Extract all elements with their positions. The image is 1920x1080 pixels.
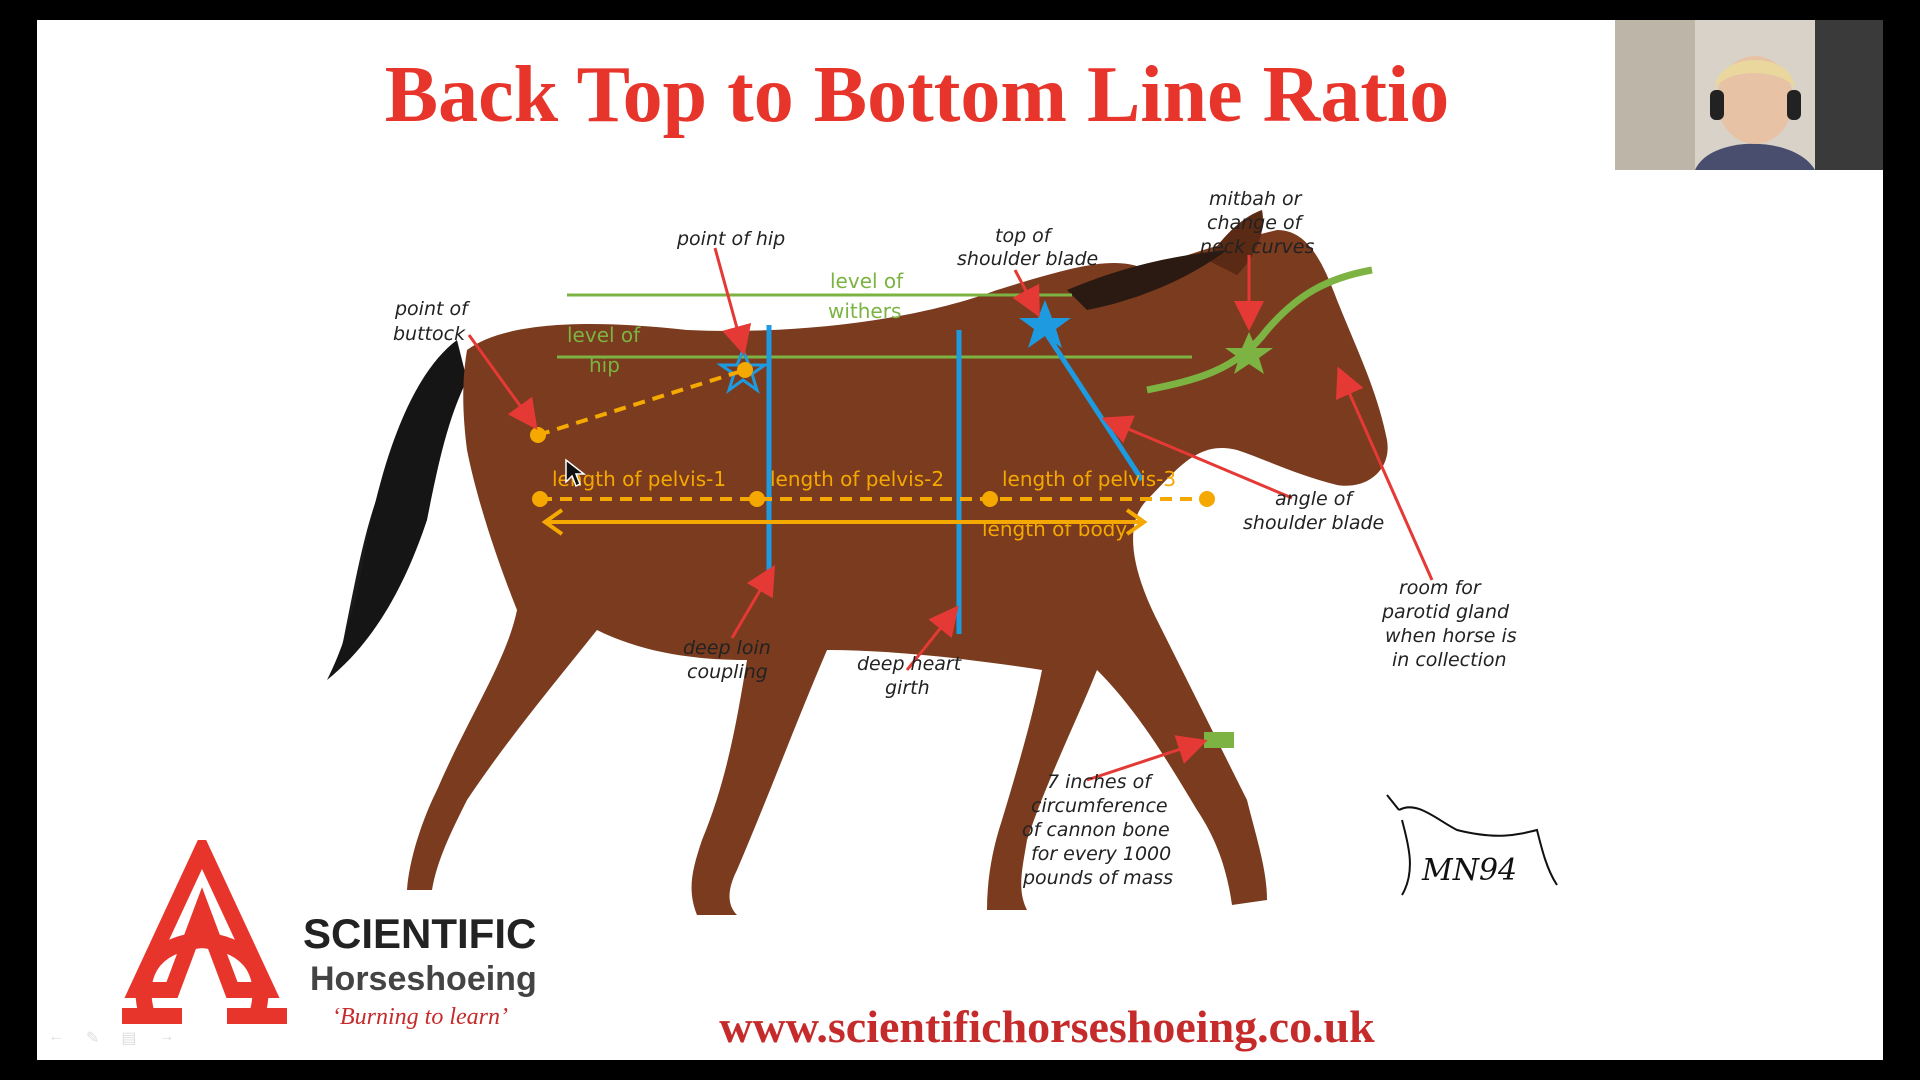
label-mitbah-2: change of — [1207, 212, 1305, 234]
label-cannon-4: for every 1000 — [1031, 843, 1171, 865]
label-parotid-1: room for — [1399, 577, 1482, 599]
label-withers-1: level of — [830, 269, 904, 293]
pen-icon[interactable]: ✎ — [86, 1030, 100, 1047]
presenter-hair — [1715, 60, 1795, 90]
neck-curve-line — [1146, 266, 1373, 394]
label-buttock-1: point of — [394, 298, 471, 320]
signature-text: MN94 — [1421, 853, 1517, 888]
menu-icon[interactable]: ▤ — [121, 1030, 137, 1047]
label-buttock-2: buttock — [393, 323, 466, 345]
logo-brand-line1: SCIENTIFIC — [303, 910, 537, 957]
shoulder-blade-line — [1039, 325, 1145, 482]
slide-canvas: Back Top to Bottom Line Ratio — [37, 20, 1883, 1060]
presenter-webcam — [1615, 20, 1883, 170]
prev-slide-icon[interactable]: ← — [48, 1028, 64, 1045]
pelvis-point-3 — [982, 491, 998, 507]
label-pelvis-3: length of pelvis-3 — [1002, 467, 1176, 491]
buttock-point — [530, 427, 546, 443]
horse-silhouette — [327, 210, 1388, 915]
label-cannon-3: of cannon bone — [1022, 819, 1170, 841]
label-heart-1: deep heart — [857, 653, 963, 675]
annotation-arrows — [467, 247, 1434, 782]
headset-icon — [1710, 90, 1724, 120]
mouse-cursor-icon — [565, 458, 586, 488]
hip-buttock-line — [537, 368, 746, 437]
website-url[interactable]: www.scientifichorseshoeing.co.uk — [719, 1001, 1375, 1052]
artist-signature: MN94 — [1386, 794, 1558, 896]
label-parotid-2: parotid gland — [1381, 601, 1510, 623]
slide-title: Back Top to Bottom Line Ratio — [384, 51, 1450, 139]
mitbah-star — [1225, 332, 1273, 374]
label-mitbah-3: neck curves — [1200, 236, 1314, 258]
pelvis-point-4 — [1199, 491, 1215, 507]
pelvis-point-2 — [749, 491, 765, 507]
presenter-body — [1695, 143, 1815, 170]
label-angle-1: angle of — [1275, 488, 1355, 510]
logo-tagline: ‘Burning to learn’ — [332, 1004, 508, 1030]
label-withers-2: withers — [828, 299, 901, 323]
label-body-length: length of body — [982, 517, 1127, 541]
label-point-of-hip: point of hip — [676, 228, 785, 250]
label-loin-2: coupling — [687, 661, 768, 683]
pelvis-point-1 — [532, 491, 548, 507]
hip-star — [716, 345, 770, 394]
shoulder-top-star — [1019, 300, 1071, 348]
logo-brand-line2: Horseshoeing — [310, 960, 537, 998]
label-mitbah-1: mitbah or — [1209, 188, 1303, 210]
scientific-horseshoeing-logo: SCIENTIFIC Horseshoeing ‘Burning to lear… — [117, 840, 557, 1040]
alpha-omega-icon — [122, 840, 287, 1024]
next-slide-icon[interactable]: → — [158, 1028, 175, 1045]
presentation-controls: ← ✎ ▤ → — [48, 1028, 175, 1048]
label-cannon-5: pounds of mass — [1022, 867, 1173, 889]
label-top-shoulder-2: shoulder blade — [957, 248, 1098, 270]
label-parotid-3: when horse is — [1385, 625, 1517, 647]
label-hip-2: hip — [589, 353, 620, 377]
label-angle-2: shoulder blade — [1243, 512, 1384, 534]
label-cannon-2: circumference — [1031, 795, 1168, 817]
horse-conformation-diagram: point of hip top of shoulder blade mitba… — [327, 188, 1558, 915]
presenter-face — [1717, 56, 1793, 144]
cannon-band — [1204, 732, 1234, 748]
label-heart-2: girth — [885, 677, 930, 699]
label-cannon-1: 7 inches of — [1047, 771, 1154, 793]
label-parotid-4: in collection — [1392, 649, 1507, 671]
label-pelvis-2: length of pelvis-2 — [770, 467, 944, 491]
label-hip-1: level of — [567, 323, 641, 347]
label-loin-1: deep loin — [683, 637, 771, 659]
label-top-shoulder-1: top of — [995, 225, 1054, 247]
hip-point — [737, 362, 753, 378]
